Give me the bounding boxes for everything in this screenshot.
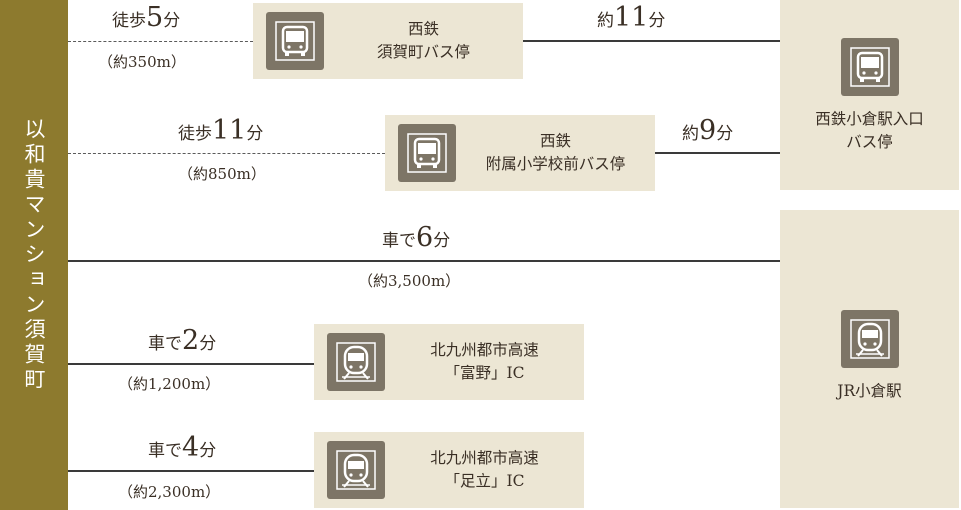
ride-unit: 分 xyxy=(716,124,734,144)
drive-minutes: 4 xyxy=(182,432,200,463)
destination-jr-label: JR小倉駅 xyxy=(837,382,902,400)
walk-unit: 分 xyxy=(163,11,181,31)
drive-unit: 分 xyxy=(199,441,217,461)
walk-line-sugamachi xyxy=(68,41,253,42)
train-icon xyxy=(327,333,385,391)
drive-minutes: 2 xyxy=(182,325,200,356)
drive-distance-adachi: （約2,300m） xyxy=(118,483,221,501)
ride-prefix: 約 xyxy=(597,11,614,31)
bus-line-fuzoku xyxy=(655,152,780,154)
drive-time-tomino: 車で2分 xyxy=(148,325,216,356)
stop-label-fuzoku: 西鉄 附属小学校前バス停 xyxy=(485,132,626,173)
destination-bus-stop: 西鉄小倉駅入口 バス停 xyxy=(780,0,959,190)
stop-label-tomino-ic: 北九州都市高速 「富野」IC xyxy=(430,341,539,382)
walk-line-fuzoku xyxy=(68,153,385,154)
bus-icon xyxy=(840,38,899,96)
walk-time-fuzoku: 徒歩11分 xyxy=(178,115,263,146)
origin-label: 以和貴マンション須賀町 xyxy=(22,117,46,393)
drive-unit: 分 xyxy=(433,231,451,251)
drive-time-station: 車で6分 xyxy=(382,222,450,253)
stop-sugamachi: 西鉄 須賀町バス停 xyxy=(253,3,523,79)
bus-line-sugamachi xyxy=(523,40,780,42)
stop-fuzoku: 西鉄 附属小学校前バス停 xyxy=(385,115,655,191)
bus-time-fuzoku: 約9分 xyxy=(682,115,733,146)
destination-jr-station: JR小倉駅 xyxy=(780,210,959,508)
ride-prefix: 約 xyxy=(682,124,699,144)
walk-distance-fuzoku: （約850m） xyxy=(178,165,266,183)
walk-prefix: 徒歩 xyxy=(178,124,212,144)
drive-prefix: 車で xyxy=(382,231,416,251)
drive-prefix: 車で xyxy=(148,334,182,354)
walk-minutes: 5 xyxy=(146,2,164,33)
train-icon xyxy=(327,441,385,499)
stop-tomino-ic: 北九州都市高速 「富野」IC xyxy=(314,324,584,400)
train-icon xyxy=(840,310,899,368)
bus-icon xyxy=(398,124,456,182)
ride-minutes: 11 xyxy=(614,2,649,33)
bus-icon xyxy=(266,12,324,70)
drive-distance-station: （約3,500m） xyxy=(358,272,461,290)
stop-adachi-ic: 北九州都市高速 「足立」IC xyxy=(314,432,584,508)
walk-time-sugamachi: 徒歩5分 xyxy=(112,2,180,33)
walk-prefix: 徒歩 xyxy=(112,11,146,31)
origin-column: 以和貴マンション須賀町 xyxy=(0,0,68,510)
destination-bus-label: 西鉄小倉駅入口 バス停 xyxy=(815,110,924,151)
bus-time-sugamachi: 約11分 xyxy=(597,2,665,33)
walk-distance-sugamachi: （約350m） xyxy=(98,53,186,71)
drive-prefix: 車で xyxy=(148,441,182,461)
car-line-station xyxy=(68,260,780,262)
ride-minutes: 9 xyxy=(699,115,717,146)
drive-minutes: 6 xyxy=(416,222,434,253)
car-line-tomino xyxy=(68,363,314,365)
drive-distance-tomino: （約1,200m） xyxy=(118,375,221,393)
drive-time-adachi: 車で4分 xyxy=(148,432,216,463)
walk-unit: 分 xyxy=(246,124,264,144)
drive-unit: 分 xyxy=(199,334,217,354)
ride-unit: 分 xyxy=(648,11,666,31)
walk-minutes: 11 xyxy=(212,115,247,146)
stop-label-sugamachi: 西鉄 須賀町バス停 xyxy=(376,20,470,61)
stop-label-adachi-ic: 北九州都市高速 「足立」IC xyxy=(430,449,539,490)
car-line-adachi xyxy=(68,470,314,472)
